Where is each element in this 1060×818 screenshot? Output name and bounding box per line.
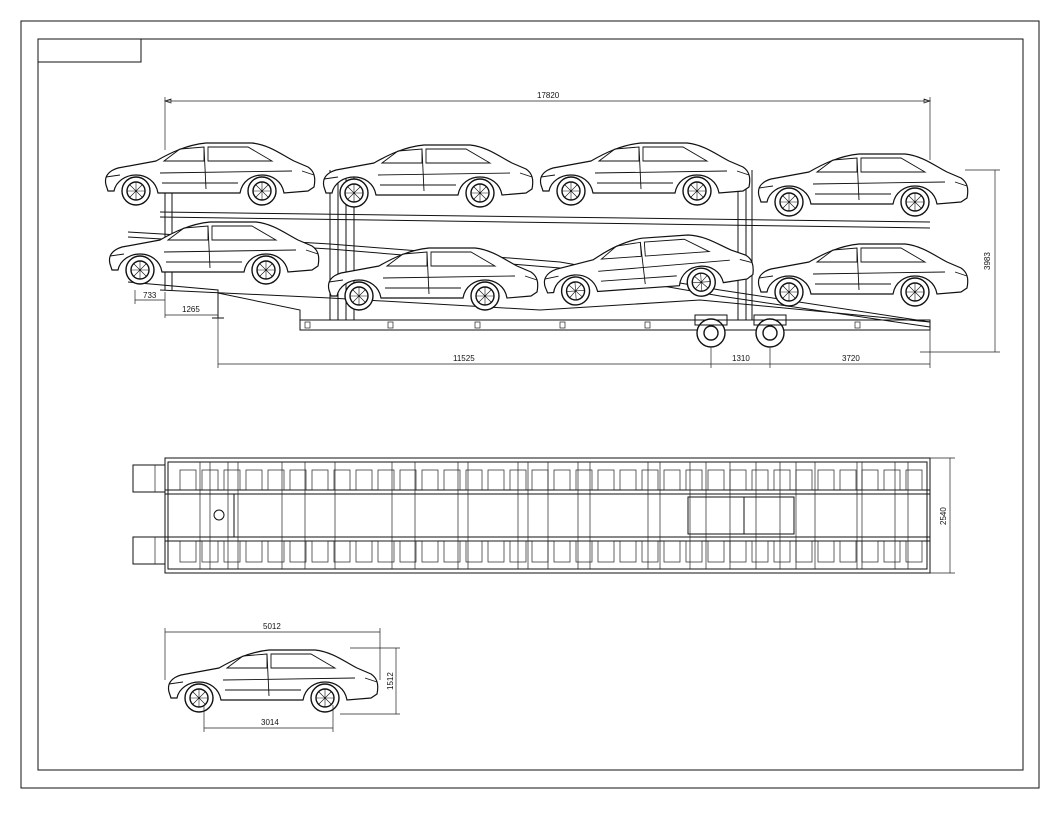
plan-deck-panel [707,469,725,491]
plan-deck-panel [795,540,813,563]
plan-deck-panel [399,469,417,491]
plan-deck-panel [509,469,527,491]
plan-deck-panel [553,469,571,491]
plan-deck-panel [641,469,659,491]
plan-deck-panel [553,540,571,563]
side-view: 17820 3983 [104,91,1000,368]
inner-border [37,38,1024,771]
upper-deck-car-3 [539,142,751,206]
plan-deck-panel [597,469,615,491]
lower-deck-car-1 [108,221,320,285]
dim-plan-width: 2540 [939,507,948,525]
plan-deck-panel [773,540,791,563]
plan-deck-panel [751,469,769,491]
plan-deck-panel [201,540,219,563]
plan-deck-panel [355,469,373,491]
plan-deck-panel [861,469,879,491]
plan-deck-panel [443,540,461,563]
plan-deck-panel [377,469,395,491]
plan-deck-panel [597,540,615,563]
plan-deck-panel [619,469,637,491]
plan-deck-panel [421,540,439,563]
upper-deck-car-2 [322,144,534,208]
plan-deck-panel [641,540,659,563]
dim-overall-length: 17820 [537,91,560,100]
plan-deck-panel [619,540,637,563]
plan-deck-panel [311,469,329,491]
dim-car-length: 5012 [263,622,281,631]
dim-kingpin-to-axle: 11525 [453,354,475,363]
plan-deck-panel [839,469,857,491]
dim-car-wheelbase: 3014 [261,718,279,727]
plan-deck-panel [883,540,901,563]
lower-deck-car-3 [541,229,756,308]
dim-rear-overhang: 3720 [842,354,860,363]
plan-deck-panel [443,469,461,491]
plan-deck-panel [773,469,791,491]
plan-deck-panel [729,469,747,491]
plan-deck-panel [817,540,835,563]
dim-axle-spacing: 1310 [732,354,750,363]
plan-deck-panel [663,540,681,563]
plan-deck-panel [267,469,285,491]
plan-deck-panel [179,469,197,491]
plan-deck-panel [487,469,505,491]
outer-border [20,20,1040,789]
plan-deck-panel [223,540,241,563]
plan-deck-panel [817,469,835,491]
plan-deck-panel [421,469,439,491]
plan-deck-panel [355,540,373,563]
dim-front-overhang: 733 [143,291,157,300]
plan-deck-panel [751,540,769,563]
plan-deck-panel [575,540,593,563]
title-block [37,38,142,63]
dim-overall-height: 3983 [983,252,992,270]
plan-deck-panel [883,469,901,491]
plan-deck-panel [531,540,549,563]
plan-deck-panel [685,540,703,563]
plan-view: 2540 [132,457,955,574]
plan-deck-panel [245,540,263,563]
plan-deck-panel [179,540,197,563]
plan-deck-panel [465,469,483,491]
plan-deck-panel [531,469,549,491]
plan-deck-panel [289,469,307,491]
plan-deck-panel [487,540,505,563]
upper-deck-car-1 [104,142,316,206]
plan-deck-panel [289,540,307,563]
plan-deck-panel [839,540,857,563]
plan-deck-panel [905,540,923,563]
dim-car-height: 1512 [386,672,395,690]
plan-deck-panel [575,469,593,491]
plan-deck-panel [333,540,351,563]
plan-deck-panel [707,540,725,563]
dim-kingpin-offset: 1265 [182,305,200,314]
plan-deck-panel [311,540,329,563]
plan-deck-panel [245,469,263,491]
plan-deck-panel [663,469,681,491]
plan-deck-panel [399,540,417,563]
plan-deck-panel [905,469,923,491]
plan-deck-panel [729,540,747,563]
plan-deck-panel [377,540,395,563]
plan-deck-panel [795,469,813,491]
plan-deck-panel [465,540,483,563]
plan-deck-panel [861,540,879,563]
plan-deck-panel [267,540,285,563]
upper-deck-car-4 [757,153,969,217]
lower-deck-car-4 [757,243,969,307]
plan-deck-panel [685,469,703,491]
plan-deck-panel [223,469,241,491]
lower-deck-car-2 [327,247,539,311]
car-detail-view: 5012 1512 3014 [164,622,400,732]
reference-car [167,649,379,713]
plan-deck-panel [201,469,219,491]
plan-deck-panel [509,540,527,563]
plan-deck-panel [333,469,351,491]
